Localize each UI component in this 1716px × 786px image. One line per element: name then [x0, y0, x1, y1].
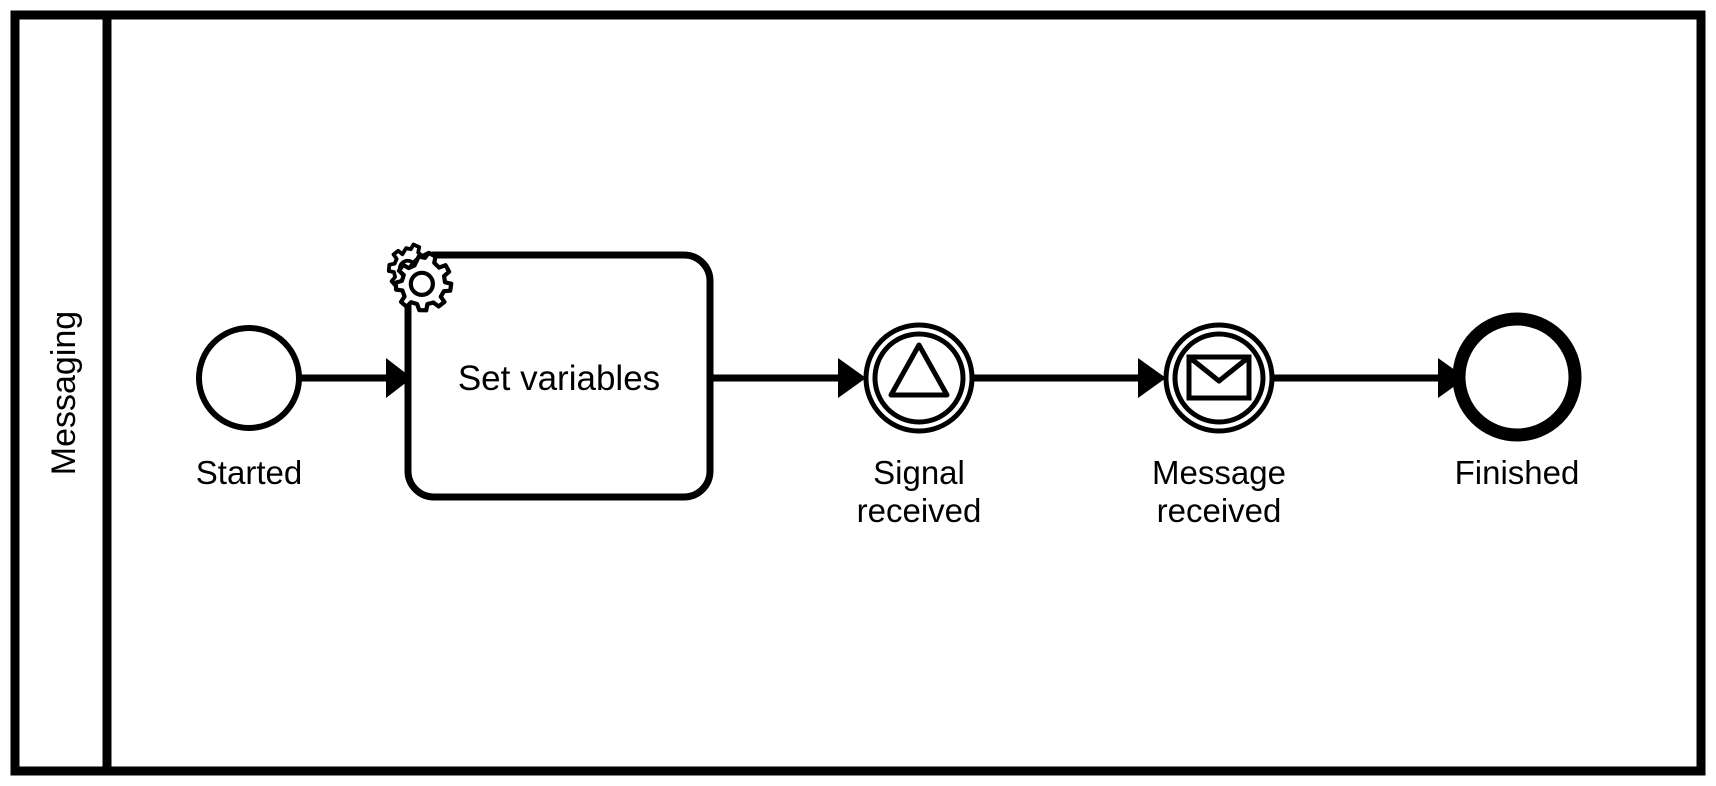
task-box[interactable]	[404, 251, 714, 501]
node-signal-event[interactable]: Signal received	[857, 322, 982, 529]
envelope-icon	[1186, 354, 1252, 401]
node-message-event[interactable]: Message received	[1152, 322, 1286, 529]
sequence-flow-signal-to-message[interactable]	[972, 358, 1166, 398]
node-start-event[interactable]: Started	[196, 325, 302, 491]
node-label-signal-line1: Signal	[873, 454, 965, 491]
node-label-message-line2: received	[1157, 492, 1282, 529]
sequence-flow-start-to-task[interactable]	[300, 358, 412, 398]
node-label-start: Started	[196, 454, 302, 491]
triangle-icon	[888, 342, 950, 398]
flow-arrowhead	[386, 358, 412, 398]
node-script-task[interactable]: Set variables	[386, 242, 714, 501]
gears-icon	[386, 242, 454, 313]
node-label-end: Finished	[1455, 454, 1580, 491]
sequence-flow-task-to-signal[interactable]	[710, 358, 866, 398]
circle-thick-icon[interactable]	[1452, 312, 1582, 442]
sequence-flows	[300, 358, 1466, 398]
flow-arrowhead	[1438, 358, 1466, 398]
sequence-flow-message-to-end[interactable]	[1272, 358, 1466, 398]
flow-arrowhead	[838, 358, 866, 398]
node-label-signal-line2: received	[857, 492, 982, 529]
node-label-task: Set variables	[458, 359, 660, 398]
lane-title: Messaging	[45, 311, 83, 475]
node-label-message-line1: Message	[1152, 454, 1286, 491]
circle-thin-icon[interactable]	[196, 325, 302, 431]
node-end-event[interactable]: Finished	[1452, 312, 1582, 491]
flow-arrowhead	[1138, 358, 1166, 398]
